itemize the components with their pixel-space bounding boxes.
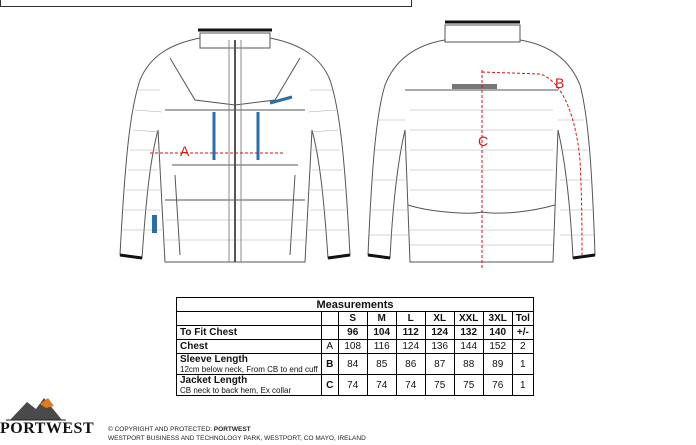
row-name: Jacket Length bbox=[180, 375, 248, 386]
row-code: C bbox=[320, 374, 339, 396]
cell: 74 bbox=[395, 374, 426, 396]
fit-value: 132 bbox=[453, 325, 484, 340]
table-row: Chest A 108 116 124 136 144 152 2 bbox=[176, 339, 534, 354]
size-m: M bbox=[366, 311, 397, 326]
table-title: Measurements bbox=[176, 297, 534, 312]
size-l: L bbox=[395, 311, 426, 326]
row-desc: 12cm below neck, From CB to end cuff bbox=[180, 365, 318, 374]
fit-row: To Fit Chest 96 104 112 124 132 140 +/- bbox=[176, 325, 534, 340]
brand-logo-text: PORTWEST bbox=[0, 420, 95, 437]
cell: 88 bbox=[453, 353, 484, 375]
copyright-prefix: © COPYRIGHT AND PROTECTED: bbox=[108, 426, 214, 433]
tol-unit: +/- bbox=[511, 325, 534, 340]
fit-value: 124 bbox=[424, 325, 455, 340]
cell: 87 bbox=[424, 353, 455, 375]
cell: 144 bbox=[453, 339, 484, 354]
size-s: S bbox=[337, 311, 368, 326]
portwest-logo-icon bbox=[6, 398, 66, 421]
tol-cell: 2 bbox=[511, 339, 534, 354]
fit-value: 104 bbox=[366, 325, 397, 340]
measure-line-b bbox=[481, 71, 583, 256]
row-name: Chest bbox=[176, 339, 322, 354]
size-xxl: XXL bbox=[453, 311, 484, 326]
label-b: B bbox=[555, 75, 565, 91]
garment-drawing bbox=[119, 20, 596, 270]
row-code: B bbox=[320, 353, 339, 375]
cell: 89 bbox=[482, 353, 513, 375]
size-3xl: 3XL bbox=[482, 311, 513, 326]
fit-value: 112 bbox=[395, 325, 426, 340]
cell: 116 bbox=[366, 339, 397, 354]
cell: 152 bbox=[482, 339, 513, 354]
cell: 75 bbox=[424, 374, 455, 396]
label-a: A bbox=[180, 143, 190, 159]
fit-label: To Fit Chest bbox=[176, 325, 322, 340]
cell: 108 bbox=[337, 339, 368, 354]
measurements-table: Measurements S M L XL XXL 3XL Tol To Fit… bbox=[176, 297, 534, 396]
row-code: A bbox=[320, 339, 339, 354]
label-c: C bbox=[478, 133, 489, 149]
tol-cell: 1 bbox=[511, 374, 534, 396]
size-xl: XL bbox=[424, 311, 455, 326]
front-jacket bbox=[119, 28, 351, 263]
row-name: Sleeve Length bbox=[180, 354, 248, 365]
address: WESTPORT BUSINESS AND TECHNOLOGY PARK, W… bbox=[108, 435, 366, 442]
cell: 74 bbox=[337, 374, 368, 396]
table-header-row: Measurements bbox=[176, 297, 534, 312]
cell: 136 bbox=[424, 339, 455, 354]
top-frame bbox=[0, 0, 412, 7]
cell: 85 bbox=[366, 353, 397, 375]
copyright-block: © COPYRIGHT AND PROTECTED: PORTWEST WEST… bbox=[108, 425, 366, 443]
fit-value: 96 bbox=[337, 325, 368, 340]
copyright-brand: PORTWEST bbox=[213, 426, 251, 433]
cell: 124 bbox=[395, 339, 426, 354]
fit-value: 140 bbox=[482, 325, 513, 340]
cell: 84 bbox=[337, 353, 368, 375]
tol-cell: 1 bbox=[511, 353, 534, 375]
cell: 75 bbox=[453, 374, 484, 396]
row-desc: CB neck to back hem, Ex collar bbox=[180, 386, 292, 395]
cell: 86 bbox=[395, 353, 426, 375]
cell: 76 bbox=[482, 374, 513, 396]
table-row: Jacket Length CB neck to back hem, Ex co… bbox=[176, 374, 534, 396]
cell: 74 bbox=[366, 374, 397, 396]
table-row: Sleeve Length 12cm below neck, From CB t… bbox=[176, 353, 534, 375]
tol-header: Tol bbox=[511, 311, 534, 326]
sizes-row: S M L XL XXL 3XL Tol bbox=[176, 311, 534, 326]
